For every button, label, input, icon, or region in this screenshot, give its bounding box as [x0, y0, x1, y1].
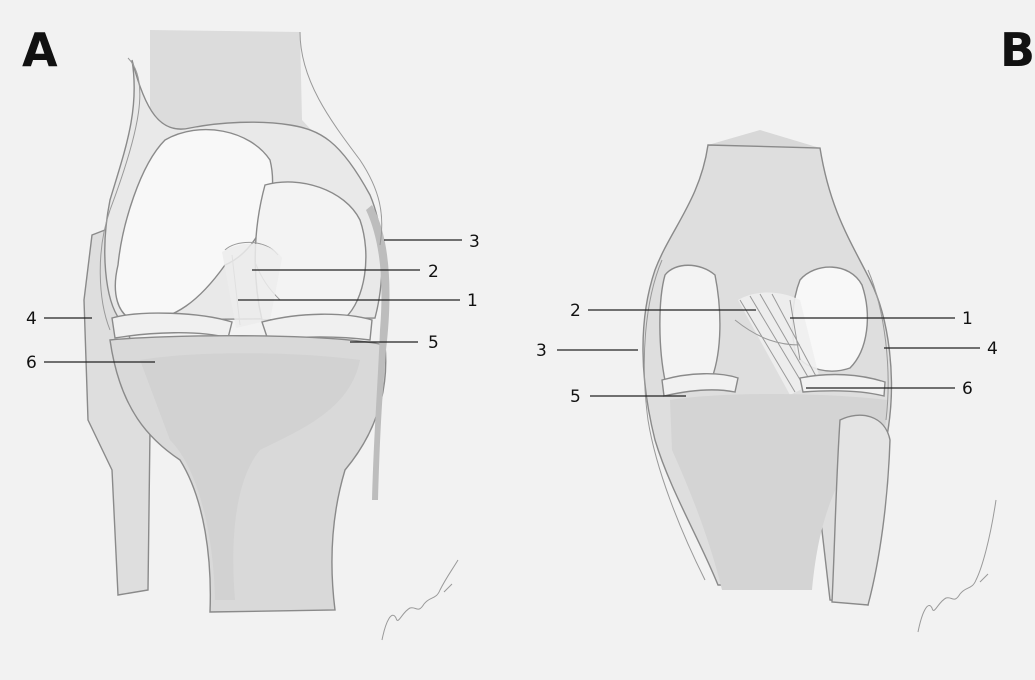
callout-b-3: 3 [536, 341, 547, 361]
callout-a-2: 2 [428, 262, 439, 282]
condyle-left-b [660, 265, 720, 389]
panel-letter-a: A [22, 23, 58, 77]
callout-a-4: 4 [26, 309, 37, 329]
callout-b-5: 5 [570, 387, 581, 407]
callout-a-6: 6 [26, 353, 37, 373]
callout-a-1: 1 [467, 291, 478, 311]
panel-letter-b: B [1000, 23, 1035, 77]
callout-a-3: 3 [469, 232, 480, 252]
callout-b-4: 4 [987, 339, 998, 359]
callout-b-1: 1 [962, 309, 973, 329]
callout-b-2: 2 [570, 301, 581, 321]
callout-a-5: 5 [428, 333, 439, 353]
callout-b-6: 6 [962, 379, 973, 399]
